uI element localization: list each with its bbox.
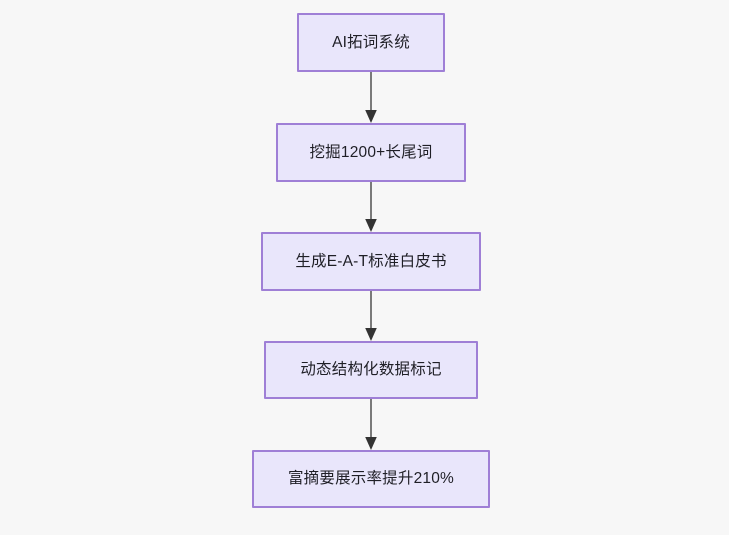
arrow-down-icon — [365, 182, 377, 232]
flow-edge-n1-to-n2 — [360, 72, 382, 123]
flow-node-label: 富摘要展示率提升210% — [287, 470, 455, 488]
flow-node-rich-snippet-impression-lift[interactable]: 富摘要展示率提升210% — [252, 450, 490, 508]
arrow-down-icon — [365, 399, 377, 450]
flow-edge-n2-to-n3 — [360, 182, 382, 232]
arrow-down-icon — [365, 291, 377, 341]
flow-node-ai-keyword-system[interactable]: AI拓词系统 — [297, 13, 445, 72]
flow-node-generate-eat-whitepaper[interactable]: 生成E-A-T标准白皮书 — [261, 232, 481, 291]
flow-node-mine-longtail-keywords[interactable]: 挖掘1200+长尾词 — [276, 123, 466, 182]
flow-node-label: AI拓词系统 — [332, 33, 410, 51]
flow-edge-n4-to-n5 — [360, 399, 382, 450]
flow-node-dynamic-structured-data-markup[interactable]: 动态结构化数据标记 — [264, 341, 478, 399]
flow-node-label: 挖掘1200+长尾词 — [309, 143, 433, 161]
flow-edge-n3-to-n4 — [360, 291, 382, 341]
arrow-down-icon — [365, 72, 377, 123]
flow-node-label: 动态结构化数据标记 — [300, 361, 442, 379]
flow-node-label: 生成E-A-T标准白皮书 — [295, 252, 447, 270]
